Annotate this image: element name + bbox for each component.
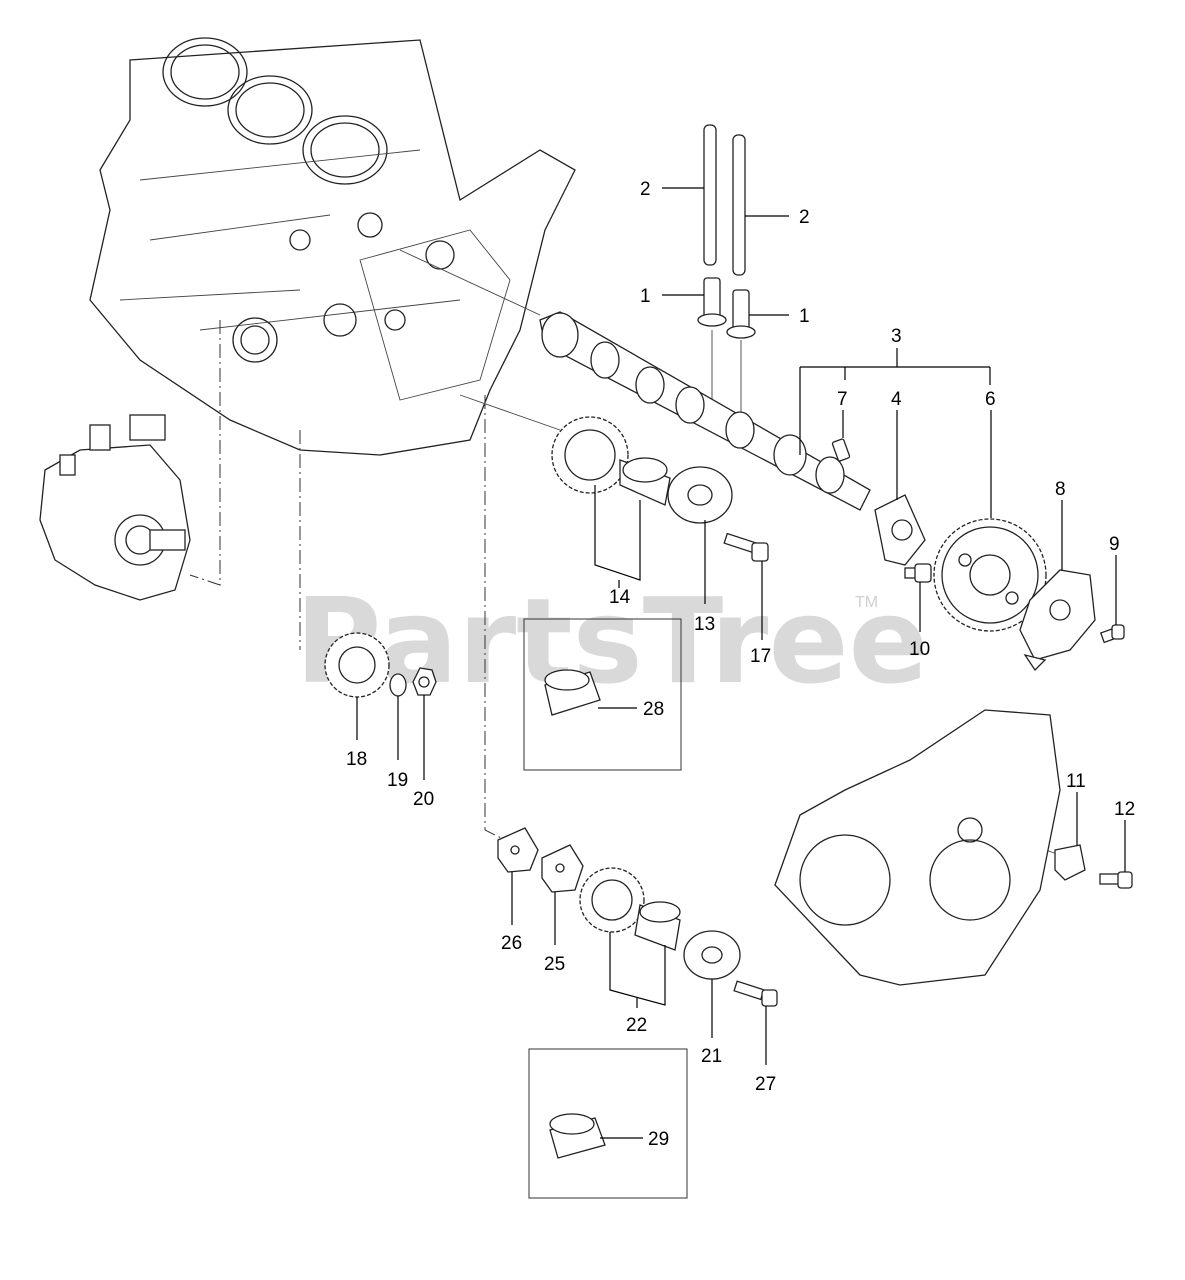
- callout-1-left: 1: [640, 286, 651, 307]
- callout-22: 22: [626, 1015, 647, 1036]
- callout-4: 4: [891, 389, 902, 410]
- gear-case-cover[interactable]: [774, 709, 1061, 986]
- callout-18: 18: [346, 749, 367, 770]
- callout-14: 14: [609, 587, 631, 608]
- callout-19: 19: [387, 770, 408, 791]
- bolt-17[interactable]: [723, 532, 769, 562]
- engine-block[interactable]: [89, 37, 576, 456]
- callout-7: 7: [837, 389, 848, 410]
- woodruff-key[interactable]: [831, 438, 851, 462]
- tappet-left[interactable]: [697, 277, 727, 327]
- callout-11: 11: [1066, 771, 1086, 792]
- bushing-inset-28: [523, 618, 682, 771]
- pulser-plate[interactable]: [1019, 569, 1096, 672]
- callout-25: 25: [544, 954, 565, 975]
- callout-10: 10: [909, 639, 930, 660]
- thrust-plate[interactable]: [874, 494, 926, 566]
- callout-labels: 2 2 1 1 3 7 4 6 8 9 10 14 13 17 28 18 19…: [346, 179, 1135, 1150]
- callout-17: 17: [750, 646, 771, 667]
- callout-8: 8: [1055, 479, 1066, 500]
- callout-2-left: 2: [640, 179, 651, 200]
- callout-21: 21: [701, 1046, 722, 1067]
- watermark-trademark: TM: [855, 594, 878, 611]
- callout-20: 20: [413, 789, 434, 810]
- leader-lines: [356, 187, 1126, 1139]
- callout-2-right: 2: [799, 207, 810, 228]
- tappet-right[interactable]: [726, 289, 756, 339]
- callout-29: 29: [648, 1129, 669, 1150]
- callout-6: 6: [985, 389, 996, 410]
- bushing-29[interactable]: [549, 1113, 606, 1159]
- nut-20[interactable]: [412, 667, 437, 696]
- callout-3: 3: [891, 326, 902, 347]
- callout-27: 27: [755, 1074, 776, 1095]
- bolt-12[interactable]: [1099, 871, 1133, 889]
- bushing-inset-29: [528, 1048, 688, 1199]
- shim-26[interactable]: [497, 827, 539, 873]
- idler-gear-set[interactable]: [551, 416, 671, 506]
- callout-28: 28: [643, 699, 664, 720]
- push-rod-left[interactable]: [703, 124, 717, 266]
- shim-25[interactable]: [541, 844, 584, 893]
- bolt-10[interactable]: [904, 563, 932, 583]
- push-rod-right[interactable]: [732, 134, 746, 276]
- callout-13: 13: [694, 614, 715, 635]
- idler-gear-set-22[interactable]: [579, 867, 681, 951]
- camshaft-gear[interactable]: [933, 518, 1047, 632]
- camshaft[interactable]: [539, 311, 871, 511]
- bolt-9[interactable]: [1099, 624, 1125, 644]
- callout-26: 26: [501, 933, 522, 954]
- sensor-11[interactable]: [1054, 844, 1086, 881]
- idler-shaft-21[interactable]: [683, 930, 741, 980]
- idler-shaft[interactable]: [667, 466, 733, 524]
- fuel-pump-gear[interactable]: [324, 632, 390, 698]
- bushing-28[interactable]: [544, 669, 601, 716]
- washer-19[interactable]: [389, 673, 407, 697]
- callout-1-right: 1: [799, 306, 810, 327]
- bolt-27[interactable]: [733, 980, 778, 1007]
- callout-12: 12: [1114, 799, 1135, 820]
- callout-9: 9: [1109, 534, 1120, 555]
- fuel-injection-pump[interactable]: [39, 414, 191, 601]
